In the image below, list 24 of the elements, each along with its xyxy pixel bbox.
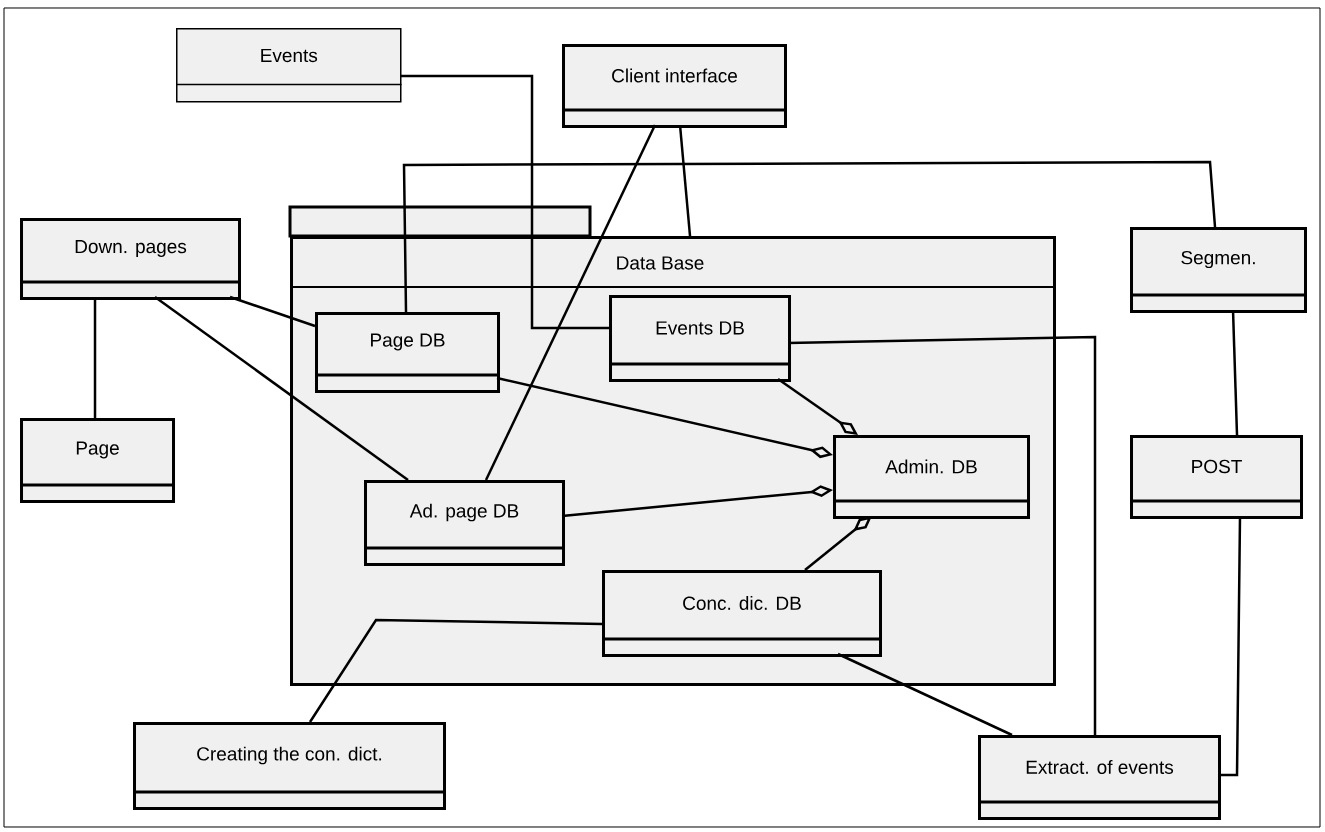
- class-box: Down. pages: [20, 218, 241, 300]
- class-box: Conc. dic. DB: [602, 570, 882, 657]
- class-box: Admin. DB: [833, 435, 1030, 519]
- class-box: Extract. of events: [978, 735, 1221, 820]
- class-box: Page DB: [315, 312, 500, 393]
- class-box: Page: [20, 418, 175, 503]
- connector-line: [93, 297, 97, 418]
- class-box: Ad. page DB: [364, 480, 565, 566]
- class-box: Events DB: [609, 295, 791, 382]
- class-box: POST: [1130, 435, 1303, 519]
- connector-line: [154, 296, 409, 481]
- connector-line: [1218, 516, 1242, 777]
- class-box: Events: [175, 28, 403, 103]
- class-box: Creating the con. dict.: [133, 722, 446, 810]
- connector-line: [484, 124, 657, 481]
- connector-line: [308, 618, 603, 723]
- class-box: Segmen.: [1130, 227, 1307, 313]
- connector-line: [402, 160, 1217, 312]
- class-box: Client interface: [562, 44, 787, 128]
- aggregation-line: [804, 516, 872, 571]
- connector-line: [400, 74, 609, 330]
- connector-line: [788, 335, 1097, 735]
- connector-line: [837, 652, 1013, 737]
- connector-line: [229, 295, 316, 328]
